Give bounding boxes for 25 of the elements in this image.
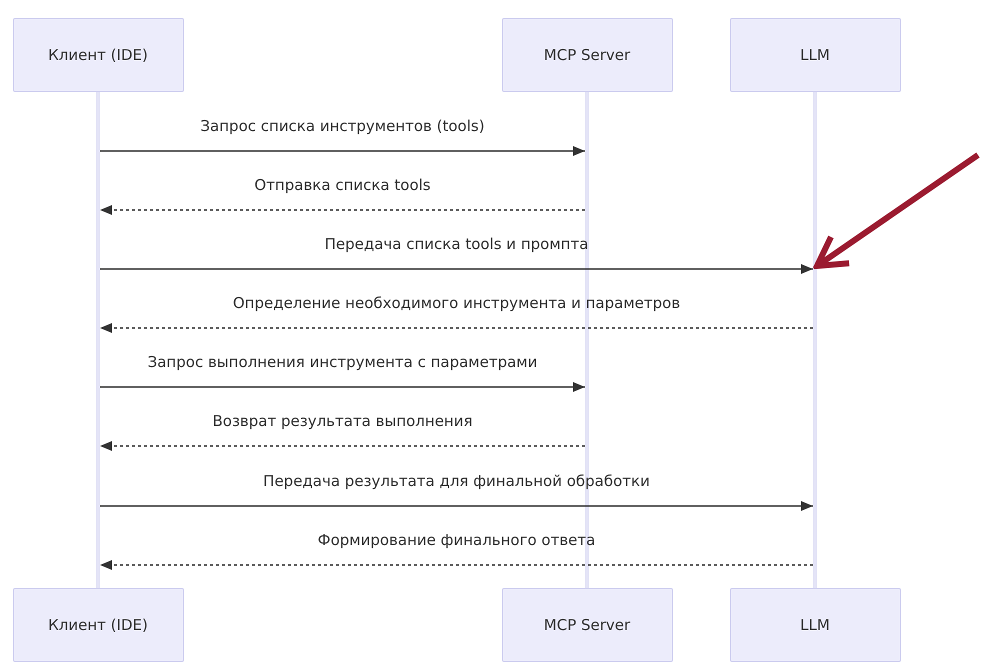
- message-arrow: [100, 323, 813, 333]
- lifeline: [813, 92, 817, 588]
- message-arrow: [100, 146, 585, 156]
- participant-box: LLM: [730, 18, 900, 92]
- message-label: Отправка списка tools: [254, 176, 431, 194]
- participant-box: LLM: [730, 588, 900, 662]
- message-label: Возврат результата выполнения: [212, 412, 473, 430]
- message-arrow: [100, 264, 813, 274]
- message-arrow: [100, 441, 585, 451]
- message-arrow: [100, 205, 585, 215]
- participant-box: MCP Server: [502, 588, 672, 662]
- message-arrow: [100, 501, 813, 511]
- lifeline: [96, 92, 100, 588]
- participant-box: MCP Server: [502, 18, 672, 92]
- message-label: Передача результата для финальной обработки: [263, 472, 650, 490]
- message-arrow: [100, 382, 585, 392]
- message-label: Запрос списка инструментов (tools): [200, 117, 485, 135]
- participant-box: Клиент (IDE): [12, 588, 184, 662]
- participant-box: Клиент (IDE): [12, 18, 184, 92]
- message-label: Запрос выполнения инструмента с параметрами: [148, 353, 538, 371]
- message-label: Передача списка tools и промпта: [324, 235, 588, 253]
- message-label: Определение необходимого инструмента и параметров: [232, 294, 680, 312]
- message-arrow: [100, 560, 813, 570]
- message-label: Формирование финального ответа: [318, 531, 596, 549]
- pointer-arrow: [814, 152, 980, 269]
